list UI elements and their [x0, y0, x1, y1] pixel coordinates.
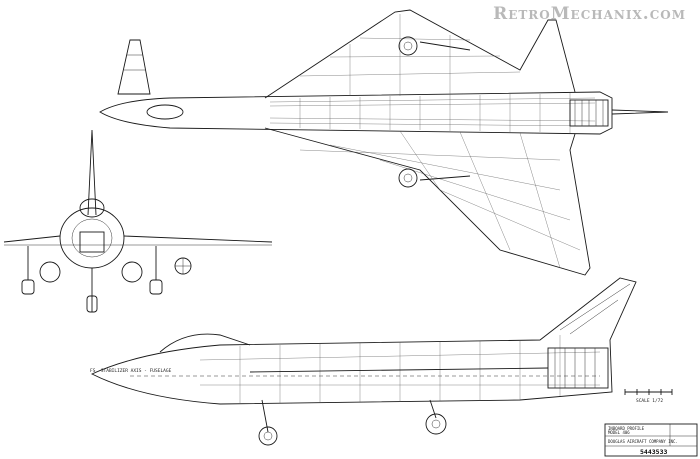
title-block: INBOARD PROFILE MODEL 406 DOUGLAS AIRCRA… [604, 423, 698, 457]
company-name: DOUGLAS AIRCRAFT COMPANY INC. [608, 439, 678, 444]
plan-view [99, 9, 669, 276]
watermark-logo: RetroMechanix.com [493, 4, 686, 24]
fin-front [87, 129, 97, 216]
main-wheel-lower [398, 168, 418, 188]
front-view [3, 129, 273, 313]
nose-wheel-front [86, 295, 98, 313]
store-right [121, 261, 143, 283]
title-line-2: MODEL 406 [608, 430, 630, 435]
exhaust-side [547, 347, 609, 389]
side-view [90, 277, 637, 446]
fuselage-axis-callout: FS. STABILIZER AXIS - FUSELAGE [90, 368, 172, 374]
intake-front [79, 231, 105, 253]
scale-bar: SCALE 1/72 [624, 389, 673, 404]
main-wheel-upper [398, 36, 418, 56]
wing-upper [264, 9, 576, 99]
title-line-1: INBOARD PROFILE [608, 426, 645, 431]
wing-front [3, 235, 273, 243]
nose-wheel-side [258, 426, 278, 446]
scale-label: SCALE 1/72 [636, 398, 663, 404]
canopy-side [159, 333, 251, 353]
wing-lower [264, 127, 591, 276]
canopy-front [79, 198, 105, 218]
main-wheel-front-left [21, 279, 35, 295]
structure-grid-side [199, 335, 601, 403]
structure-grid [269, 14, 596, 269]
main-wheel-front-right [149, 279, 163, 295]
drawing-number: 5443533 [640, 448, 667, 456]
main-wheel-side [425, 413, 447, 435]
fuselage-plan [99, 91, 613, 135]
fuselage-side [90, 277, 637, 405]
fin-outline-left [117, 39, 151, 95]
nose-probe-tail [611, 109, 669, 115]
store-left [39, 261, 61, 283]
canopy-plan [146, 104, 184, 120]
